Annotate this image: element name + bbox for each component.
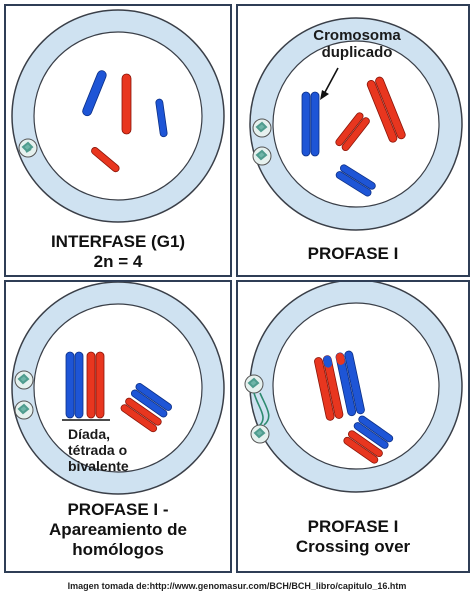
- panel-title: PROFASE I Crossing over: [295, 517, 411, 556]
- panel-title: PROFASE I: [307, 244, 399, 263]
- tetrad-short: [120, 383, 172, 433]
- centriole-icon: [252, 118, 272, 138]
- chromosome-blue-short: [155, 98, 168, 138]
- chromosome-blue-long: [82, 70, 107, 117]
- chromosome-blue-duplicated-small: [335, 164, 376, 197]
- cell-crossing-over: [244, 282, 463, 493]
- centriole-icon: [252, 146, 272, 166]
- chromosome-blue-duplicated: [301, 91, 320, 157]
- cell-apareamiento: [11, 282, 225, 495]
- panel-profase1: Cromosoma duplicado PROFASE I: [236, 4, 470, 277]
- chromosome-red-short: [91, 147, 120, 173]
- tetrad-crossing-over: [314, 350, 365, 421]
- cell-profase1: [249, 17, 463, 231]
- panel-interfase: INTERFASE (G1) 2n = 4: [4, 4, 232, 277]
- centriole-icon: [18, 138, 38, 158]
- chromosome-red-duplicated-small: [335, 112, 370, 152]
- centriole-icon: [244, 374, 264, 394]
- panel-title: INTERFASE (G1) 2n = 4: [50, 232, 186, 271]
- tetrad-long: [65, 351, 105, 419]
- tetrad-crossing-short: [343, 415, 394, 464]
- panel-title: PROFASE I - Apareamiento de homólogos: [49, 500, 187, 559]
- chromosome-red-duplicated-large: [366, 76, 406, 143]
- footer-credit: Imagen tomada de:http://www.genomasur.co…: [0, 576, 474, 600]
- annotation-tetrad: Díada, tétrada o bivalente: [68, 426, 129, 474]
- chromosome-red-long: [121, 73, 132, 135]
- centriole-icon: [250, 424, 270, 444]
- centriole-icon: [14, 400, 34, 420]
- spindle-fibers: [253, 392, 270, 426]
- panel-profase1-apareamiento: Díada, tétrada o bivalente PROFASE I - A…: [4, 280, 232, 573]
- panel-profase1-crossing: PROFASE I Crossing over: [236, 280, 470, 573]
- cell-interfase: [11, 9, 225, 223]
- annotation-duplicated-chromosome: Cromosoma duplicado: [313, 27, 401, 61]
- centriole-icon: [14, 370, 34, 390]
- arrow-icon: [320, 67, 339, 100]
